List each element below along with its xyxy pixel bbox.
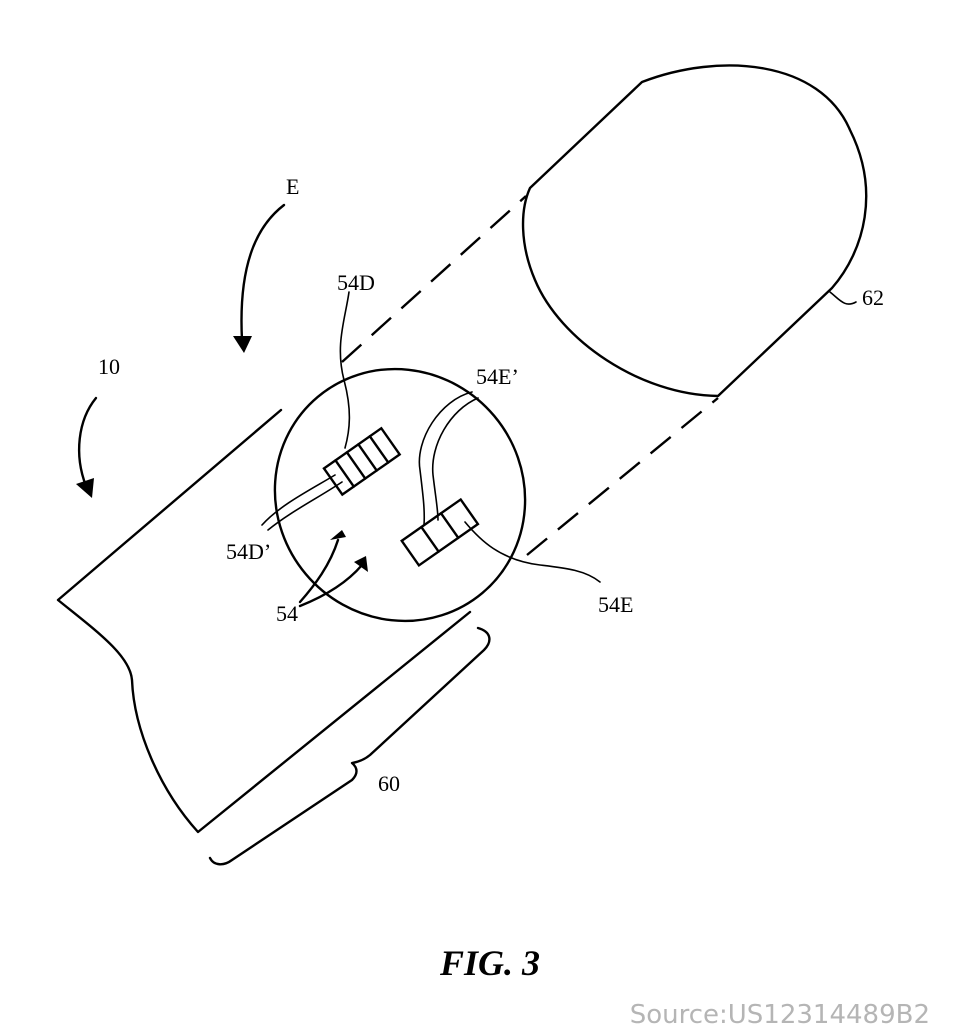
label-54e-prime: 54E’	[476, 364, 519, 389]
label-54: 54	[276, 601, 298, 626]
cap-outline	[521, 64, 868, 398]
arrow-10-head	[76, 478, 94, 498]
label-10: 10	[98, 354, 120, 379]
leader-54d-prime-2	[267, 481, 343, 531]
arrow-10-curve	[77, 396, 98, 488]
contact-54d-pad	[322, 426, 402, 497]
end-face-ellipse	[273, 367, 527, 623]
leader-54d	[339, 291, 351, 449]
projection-line-upper	[341, 195, 527, 363]
bracket-60	[208, 626, 491, 866]
arrow-54-head-a	[330, 530, 346, 540]
leader-54e	[464, 521, 601, 583]
contact-54e-pad	[400, 497, 480, 568]
device-body-outline	[56, 408, 472, 834]
leader-54d-prime-1	[261, 474, 336, 526]
arrow-54-curve-a	[298, 538, 340, 604]
label-62: 62	[862, 285, 884, 310]
leader-62	[829, 291, 857, 305]
arrow-54-head-b	[354, 556, 368, 572]
label-54d-prime: 54D’	[226, 539, 271, 564]
projection-line-lower	[526, 397, 719, 556]
leader-54e-prime-2	[431, 397, 479, 521]
label-60: 60	[378, 771, 400, 796]
arrow-54-curve-b	[298, 563, 364, 608]
arrow-e-curve	[240, 203, 286, 342]
label-54e: 54E	[598, 592, 633, 617]
source-watermark: Source:US12314489B2	[629, 1000, 930, 1024]
label-54d: 54D	[337, 270, 375, 295]
label-e: E	[286, 174, 299, 199]
figure-caption: FIG. 3	[439, 943, 540, 983]
arrow-e-head	[233, 336, 252, 353]
leader-54e-prime-1	[418, 391, 473, 526]
